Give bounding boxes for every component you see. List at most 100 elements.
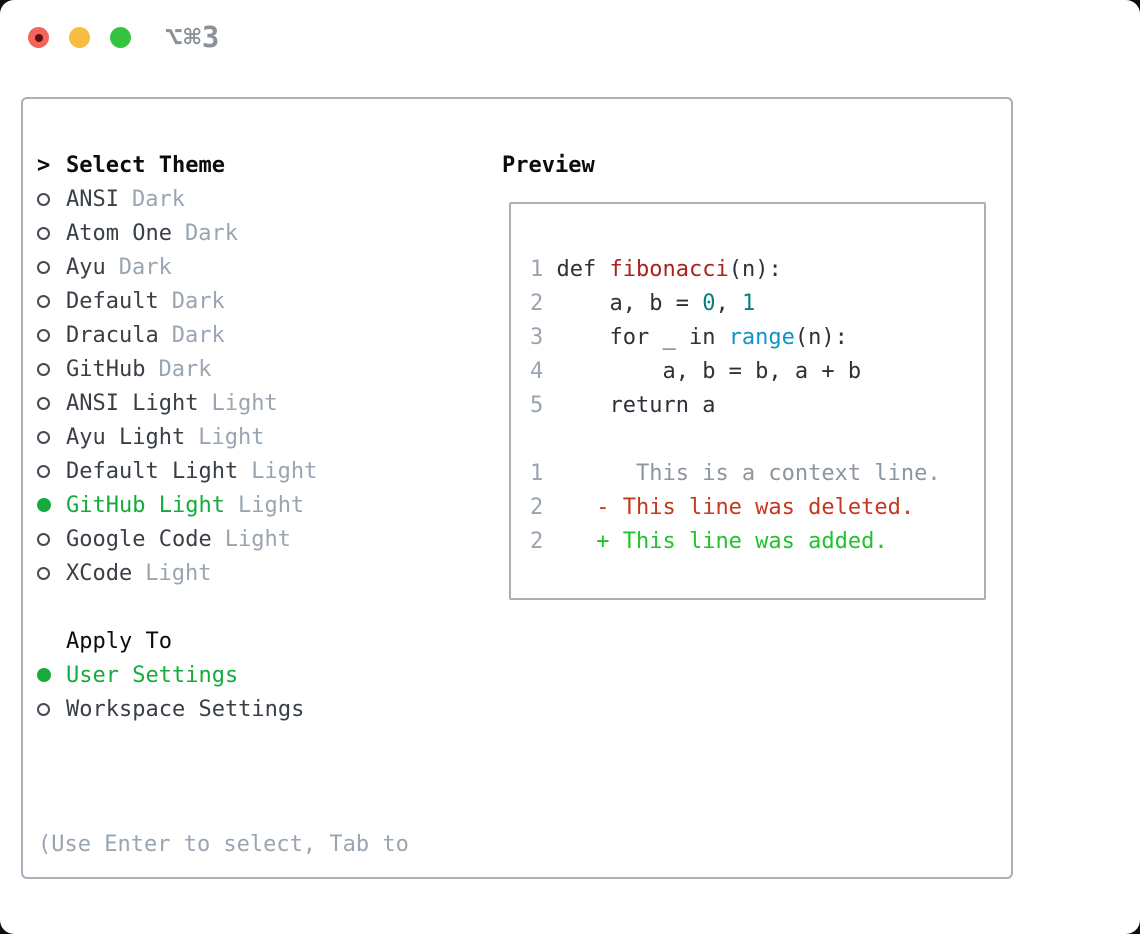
token-plain: (n):	[728, 257, 782, 282]
theme-variant-label: Light	[237, 492, 305, 518]
radio-marker	[37, 192, 66, 206]
token-plain: a, b = b, a + b	[556, 359, 862, 384]
theme-name-label: Ayu Light	[66, 424, 186, 450]
theme-option-ayu-light[interactable]: Ayu Light Light	[37, 420, 317, 454]
unsaved-dot-icon	[34, 33, 43, 42]
radio-unselected-icon	[37, 192, 50, 206]
radio-unselected-icon	[37, 566, 50, 580]
token-fn: fibonacci	[609, 257, 729, 282]
theme-list-title: Select Theme	[66, 152, 225, 178]
radio-unselected-icon	[37, 702, 50, 716]
theme-name-label: XCode	[66, 560, 133, 586]
token-plain: (n):	[794, 325, 848, 350]
radio-unselected-icon	[37, 430, 50, 444]
keyboard-hint: (Use Enter to select, Tab to change focu…	[38, 760, 409, 934]
theme-variant-label: Dark	[171, 288, 225, 314]
theme-option-dracula[interactable]: Dracula Dark	[37, 318, 317, 352]
zoom-button[interactable]	[110, 27, 131, 48]
radio-unselected-icon	[37, 328, 50, 342]
token-plain: ,	[715, 291, 742, 316]
theme-option-default[interactable]: Default Dark	[37, 284, 317, 318]
theme-variant-label: Light	[211, 390, 278, 416]
apply-option-label: Workspace Settings	[66, 696, 305, 722]
window-shortcut-title: ⌥⌘3	[165, 20, 221, 54]
radio-marker	[37, 396, 66, 410]
line-number: 2	[530, 495, 544, 520]
blank-line	[530, 423, 941, 457]
radio-marker	[37, 226, 66, 240]
line-number: 5	[530, 393, 544, 418]
apply-option-workspace-settings[interactable]: Workspace Settings	[37, 692, 304, 726]
theme-variant-label: Light	[251, 458, 318, 484]
theme-name-label: Default	[66, 288, 159, 314]
theme-variant-label: Light	[224, 526, 291, 552]
radio-marker	[37, 260, 66, 274]
theme-variant-label: Dark	[171, 322, 225, 348]
radio-unselected-icon	[37, 396, 50, 410]
theme-option-google-code[interactable]: Google Code Light	[37, 522, 317, 556]
line-number: 2	[530, 529, 544, 554]
theme-variant-label: Dark	[158, 356, 212, 382]
theme-name-label: GitHub Light	[66, 492, 225, 518]
token-ctx: This is a context line.	[556, 461, 941, 486]
radio-marker	[37, 464, 66, 478]
theme-option-github[interactable]: GitHub Dark	[37, 352, 317, 386]
theme-variant-label: Dark	[131, 186, 185, 212]
line-number: 2	[530, 291, 544, 316]
close-button[interactable]	[28, 27, 49, 48]
radio-unselected-icon	[37, 294, 50, 308]
code-line: 3 for _ in range(n):	[530, 321, 941, 355]
radio-marker	[37, 566, 66, 580]
preview-heading: Preview	[502, 152, 595, 178]
theme-name-label: Ayu	[66, 254, 106, 280]
radio-marker	[37, 498, 66, 512]
line-number: 1	[530, 461, 544, 486]
theme-variant-label: Dark	[184, 220, 238, 246]
code-line: 5 return a	[530, 389, 941, 423]
code-line: 2 a, b = 0, 1	[530, 287, 941, 321]
context-line: 1 This is a context line.	[530, 457, 941, 491]
theme-name-label: Default Light	[66, 458, 239, 484]
line-number: 3	[530, 325, 544, 350]
minimize-button[interactable]	[69, 27, 90, 48]
code-line: 4 a, b = b, a + b	[530, 355, 941, 389]
cursor-prefix: >	[37, 153, 66, 178]
chevron-right-icon: >	[37, 152, 51, 178]
radio-marker	[37, 362, 66, 376]
theme-name-label: ANSI Light	[66, 390, 199, 416]
theme-name-label: Dracula	[66, 322, 159, 348]
added-line: 2 + This line was added.	[530, 525, 941, 559]
token-num: 1	[741, 291, 756, 316]
line-number: 1	[530, 257, 544, 282]
apply-to-header: Apply To	[37, 624, 304, 658]
deleted-line: 2 - This line was deleted.	[530, 491, 941, 525]
theme-option-atom-one[interactable]: Atom One Dark	[37, 216, 317, 250]
theme-option-ayu[interactable]: Ayu Dark	[37, 250, 317, 284]
radio-marker	[37, 668, 66, 682]
radio-selected-icon	[37, 668, 51, 682]
line-number: 4	[530, 359, 544, 384]
theme-variant-label: Light	[198, 424, 265, 450]
theme-option-github-light[interactable]: GitHub Light Light	[37, 488, 317, 522]
theme-name-label: GitHub	[66, 356, 146, 382]
radio-unselected-icon	[37, 464, 50, 478]
theme-option-ansi-light[interactable]: ANSI Light Light	[37, 386, 317, 420]
token-plain: def	[556, 257, 610, 282]
radio-selected-icon	[37, 498, 51, 512]
keyboard-hint-line2: change focus)	[38, 930, 409, 934]
token-del: - This line was deleted.	[556, 495, 915, 520]
apply-option-user-settings[interactable]: User Settings	[37, 658, 304, 692]
theme-variant-label: Dark	[118, 254, 172, 280]
theme-name-label: Atom One	[66, 220, 172, 246]
theme-option-default-light[interactable]: Default Light Light	[37, 454, 317, 488]
code-line: 1 def fibonacci(n):	[530, 253, 941, 287]
theme-name-label: Google Code	[66, 526, 212, 552]
